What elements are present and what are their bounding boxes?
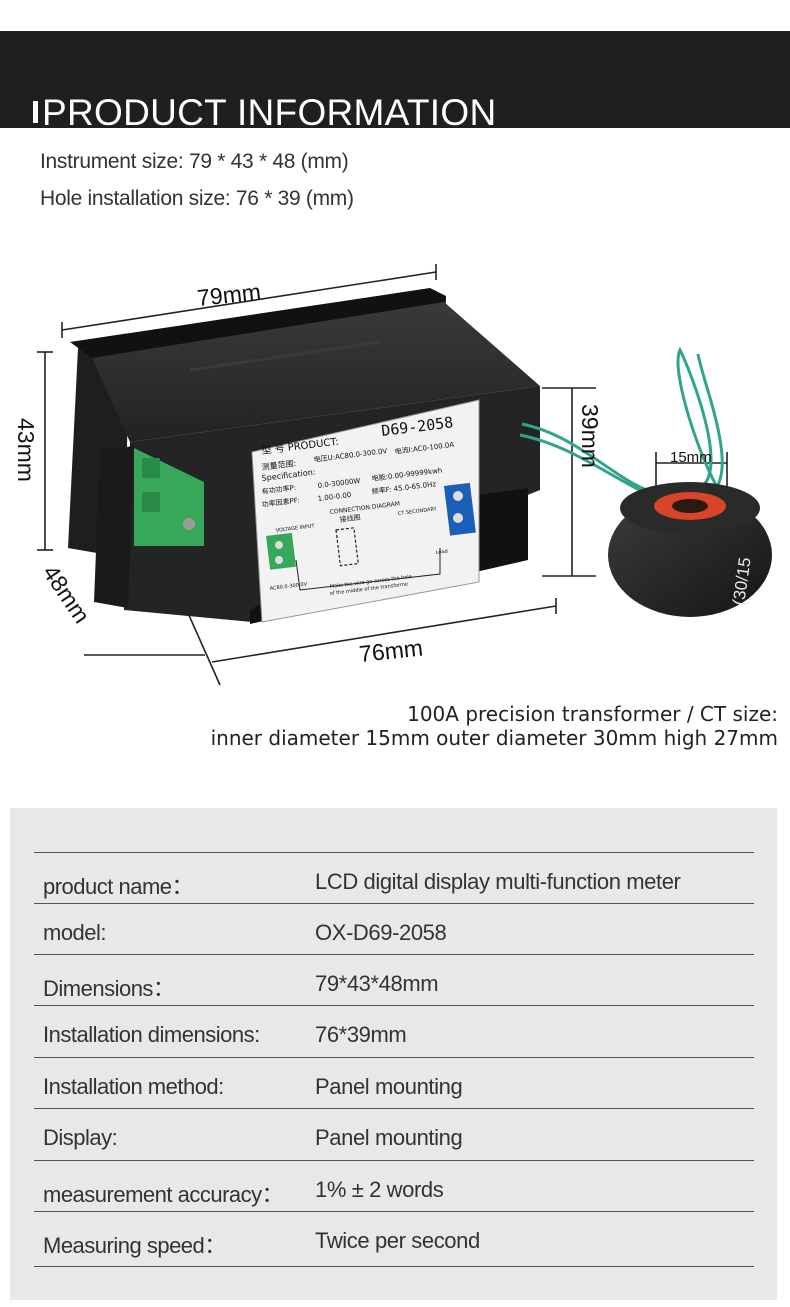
table-bottom-rule xyxy=(34,1266,754,1267)
meter-spec-label: 型 号 PRODUCT: D69-2058 测量范围: 电压U:AC80.0-3… xyxy=(251,399,480,623)
row-value: Panel mounting xyxy=(315,1125,463,1150)
row-value: OX-D69-2058 xyxy=(315,920,447,945)
row-value: 1% ± 2 words xyxy=(315,1177,444,1202)
dim-hole-height-label: 39mm xyxy=(577,404,603,468)
ct-transformer xyxy=(608,482,772,617)
table-row: Display: Panel mounting xyxy=(34,1108,754,1160)
row-label: Installation method: xyxy=(43,1074,224,1099)
row-value: Twice per second xyxy=(315,1228,480,1253)
label-load: Load xyxy=(436,549,449,556)
label-range-cn: 测量范围: xyxy=(261,458,297,472)
spec-hole-size: Hole installation size: 76 * 39 (mm) xyxy=(40,187,354,210)
row-label: model: xyxy=(43,920,107,945)
ct-caption-line-2: inner diameter 15mm outer diameter 30mm … xyxy=(210,726,778,750)
row-value: 76*39mm xyxy=(315,1022,407,1047)
table-row: product name： LCD digital display multi-… xyxy=(34,852,754,904)
label-ct-secondary: CT SECONDARY xyxy=(398,506,438,517)
row-value: LCD digital display multi-function meter xyxy=(315,869,681,894)
dim-hole-width-label: 76mm xyxy=(358,634,424,667)
dim-ct-inner-label: 15mm xyxy=(670,449,712,466)
table-row: Measuring speed： Twice per second xyxy=(34,1211,754,1263)
product-photo: 型 号 PRODUCT: D69-2058 测量范围: 电压U:AC80.0-3… xyxy=(13,264,772,686)
label-voltage-range: AC80.0-300.0V xyxy=(270,581,309,592)
row-label: Installation dimensions: xyxy=(43,1022,260,1047)
spec-table-panel: product name： LCD digital display multi-… xyxy=(10,808,777,1300)
dim-depth-label: 48mm xyxy=(38,560,95,628)
dim-width-label: 79mm xyxy=(196,278,262,311)
label-voltage-input: VOLTAGE INPUT xyxy=(276,523,316,534)
row-value: Panel mounting xyxy=(315,1074,463,1099)
row-label: measurement accuracy： xyxy=(43,1182,284,1207)
green-terminal-block xyxy=(134,448,204,546)
ct-wires xyxy=(519,346,724,504)
table-row: Dimensions： 79*43*48mm xyxy=(34,954,754,1006)
label-power: 有功功率P: xyxy=(261,483,296,496)
ct-caption-line-1: 100A precision transformer / CT size: xyxy=(407,702,778,726)
header-accent-bar xyxy=(33,101,38,123)
spec-instrument-size: Instrument size: 79 * 43 * 48 (mm) xyxy=(40,150,349,173)
dim-height-label: 43mm xyxy=(13,418,39,482)
row-label: Measuring speed： xyxy=(43,1233,226,1258)
label-connection-cn: 接线图 xyxy=(339,512,361,523)
row-label: Dimensions： xyxy=(43,976,175,1001)
row-value: 79*43*48mm xyxy=(315,971,439,996)
row-label: product name： xyxy=(43,874,194,899)
row-label: Display: xyxy=(43,1125,118,1150)
header-banner: PRODUCT INFORMATION xyxy=(0,31,790,133)
table-row: Installation dimensions: 76*39mm xyxy=(34,1005,754,1057)
table-row: measurement accuracy： 1% ± 2 words xyxy=(34,1160,754,1212)
table-row: Installation method: Panel mounting xyxy=(34,1057,754,1109)
table-row: model: OX-D69-2058 xyxy=(34,903,754,955)
page-title: PRODUCT INFORMATION xyxy=(42,92,497,133)
